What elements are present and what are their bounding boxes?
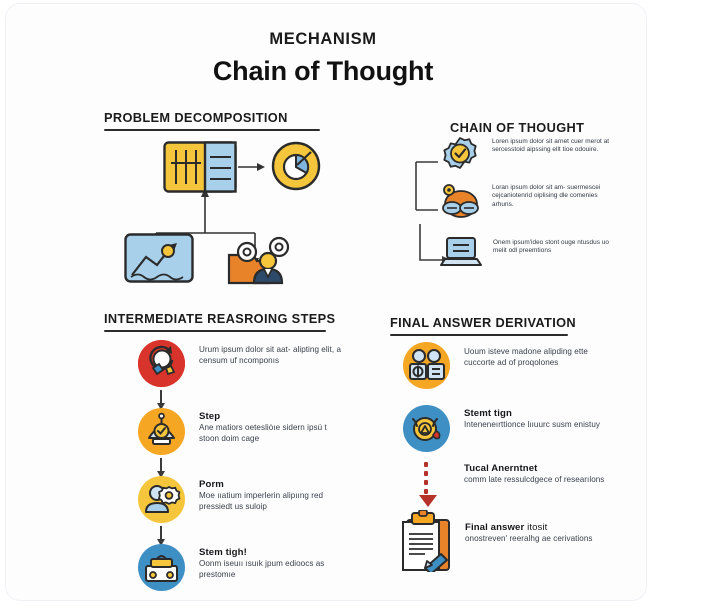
final-step-item: Tucal Anerntnet comm late ressulcdgece o… <box>403 460 614 507</box>
target-coin-icon <box>403 405 450 452</box>
section-heading-problem-decomposition: PROBLEM DECOMPOSITION <box>104 110 320 131</box>
final-step-text: onostreven' reeralhg ae cerivations <box>465 534 593 543</box>
final-step-item: Stemt tign Inteneneırttionce lııuurc sus… <box>403 405 614 452</box>
checkmark-balance-icon <box>138 408 185 455</box>
section-title-text: PROBLEM DECOMPOSITION <box>104 110 288 125</box>
step-text: Oonm iseuıı ısuık jpum edioocs as presto… <box>199 559 325 579</box>
chain-of-thought-item: Loran ipsum dolor sit am- suermescei cej… <box>438 184 614 224</box>
section-title-text: INTERMEDIATE REASROING STEPS <box>104 311 336 326</box>
heading-underline <box>390 334 568 336</box>
step-body: Urum ipsum dolor sit aat- alipting elit,… <box>199 340 349 366</box>
chain-of-thought-list: Loren ipsum dolor sit arnet cuer merot a… <box>412 136 627 286</box>
step-connector-arrow <box>156 390 165 410</box>
step-item: Urum ipsum dolor sit aat- alipting elit,… <box>138 340 349 387</box>
poster-header: MECHANISM Chain of Thought <box>0 30 646 87</box>
section-title-text: FINAL ANSWER DERIVATION <box>390 315 577 330</box>
final-step-title: Stemt tign <box>464 408 512 419</box>
step-item: Stem tigh! Oonm iseuıı ısuık jpum ediooc… <box>138 544 349 591</box>
final-step-text: comm late ressulcdgece of researılons <box>464 475 605 484</box>
laptop-icon <box>439 235 483 271</box>
section-title-text: CHAIN OF THOUGHT <box>450 120 585 135</box>
step-title: Stem tigh! <box>199 547 247 558</box>
intermediate-steps-list: Urum ipsum dolor sit aat- alipting elit,… <box>118 340 349 591</box>
final-step-item: Uoum isteve madone alipding ette cuccort… <box>403 342 614 389</box>
step-text: Ane matiors oetesliȯıe sidern ipsú t s… <box>199 423 327 443</box>
final-step-title: Final answer itosit <box>465 522 615 533</box>
poster-kicker: MECHANISM <box>269 30 377 48</box>
step-item: Step Ane matiors oetesliȯıe sidern ipsu… <box>138 408 349 455</box>
step-body: Stemt tign Inteneneırttionce lııuurc sus… <box>464 405 614 431</box>
gear-check-icon <box>440 136 480 176</box>
step-body: Tucal Anerntnet comm late ressulcdgece o… <box>464 460 614 486</box>
poster-card-edge <box>6 4 646 600</box>
dashed-down-arrow-icon <box>403 460 450 507</box>
problem-decomposition-diagram <box>118 133 328 288</box>
chain-of-thought-item-text: Onem ipsum'ideo stont ouge ntusdus uo me… <box>493 239 610 255</box>
step-item: Porm Moe ııatium imperlerin alipııng red… <box>138 476 349 523</box>
collaboration-icon <box>438 184 482 224</box>
step-connector-arrow <box>156 458 165 478</box>
person-gears-icon <box>226 233 296 285</box>
chain-of-thought-item: Loren ipsum dolor sit arnet cuer merot a… <box>440 136 614 176</box>
page-title: Chain of Thought <box>212 56 434 86</box>
final-step-text: Uoum isteve madone alipding ette cuccort… <box>464 347 588 367</box>
step-text: Urum ipsum dolor sit aat- alipting elit,… <box>199 345 341 365</box>
final-step-title: Tucal Anerntnet <box>464 463 538 474</box>
section-heading-final-answer: FINAL ANSWER DERIVATION <box>390 315 576 336</box>
search-tools-icon <box>138 340 185 387</box>
step-connector-arrow <box>156 526 165 546</box>
final-answer-lead-tail: itosit <box>527 522 548 533</box>
step-title: Step <box>199 411 221 422</box>
step-body: Uoum isteve madone alipding ette cuccort… <box>464 342 614 368</box>
section-heading-chain-of-thought: CHAIN OF THOUGHT <box>450 120 584 135</box>
final-answer-lead: Final answer <box>465 522 525 533</box>
chain-of-thought-item-text: Loran ipsum dolor sit am- suermescei cej… <box>492 184 601 208</box>
person-gear-icon <box>138 476 185 523</box>
step-body: Step Ane matiors oetesliȯıe sidern ipsu… <box>199 408 349 444</box>
section-heading-intermediate-steps: INTERMEDIATE REASROING STEPS <box>104 311 335 332</box>
step-body: Final answer itosit onostreven' reeralhg… <box>465 510 615 545</box>
final-step-text: Inteneneırttionce lııuurc susm enistuy <box>464 420 600 429</box>
clipboard-pen-icon <box>399 510 455 572</box>
two-people-icon <box>403 342 450 389</box>
final-answer-list: Uoum isteve madone alipding ette cuccort… <box>402 342 633 572</box>
heading-underline <box>104 129 320 131</box>
line-chart-icon <box>124 233 194 283</box>
chain-of-thought-item: Onem ipsum'ideo stont ouge ntusdus uo me… <box>439 235 615 271</box>
final-step-item: Final answer itosit onostreven' reeralhg… <box>399 510 615 572</box>
step-body: Stem tigh! Oonm iseuıı ısuık jpum ediooc… <box>199 544 349 580</box>
pie-chart-icon <box>271 141 321 191</box>
table-grid-icon <box>163 141 237 193</box>
heading-underline <box>104 330 326 332</box>
chain-of-thought-item-text: Loren ipsum dolor sit arnet cuer merot a… <box>492 138 610 154</box>
machine-box-icon <box>138 544 185 591</box>
step-text: Moe ııatium imperlerin alipııng red pres… <box>199 491 324 511</box>
step-title: Porm <box>199 479 224 490</box>
step-body: Porm Moe ııatium imperlerin alipııng red… <box>199 476 349 512</box>
